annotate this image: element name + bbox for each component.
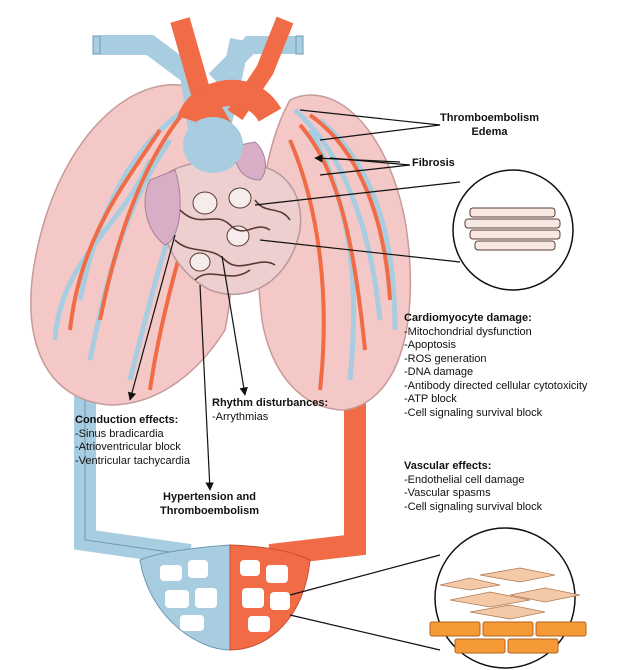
cardiomyocyte-item: -Apoptosis (404, 339, 587, 353)
vascular-item: -Endothelial cell damage (404, 474, 542, 488)
vascular-title: Vascular effects: (404, 460, 542, 474)
edema-text: Edema (440, 126, 539, 140)
hypertension-label: Hypertension and Thromboembolism (160, 491, 259, 518)
rhythm-title: Rhythm disturbances: (212, 397, 328, 411)
cardiomyocyte-item: -Cell signaling survival block (404, 407, 587, 421)
conduction-item: -Ventricular tachycardia (75, 455, 190, 469)
thromboembolism-text-2: Thromboembolism (160, 505, 259, 519)
rhythm-disturbances-label: Rhythm disturbances: -Arrythmias (212, 397, 328, 424)
capillary-bed (140, 545, 310, 650)
cardiomyocyte-item: -Mitochondrial dysfunction (404, 326, 587, 340)
cardiomyocyte-magnifier (453, 170, 573, 290)
conduction-title: Conduction effects: (75, 414, 190, 428)
cardiomyocyte-item: -ATP block (404, 393, 587, 407)
cardiomyocyte-title: Cardiomyocyte damage: (404, 312, 587, 326)
cardiomyocyte-item: -Antibody directed cellular cytotoxicity (404, 380, 587, 394)
vascular-item: -Cell signaling survival block (404, 501, 542, 515)
conduction-item: -Sinus bradicardia (75, 428, 190, 442)
thromboembolism-text: Thromboembolism (440, 112, 539, 126)
cardiomyocyte-item: -ROS generation (404, 353, 587, 367)
cardiomyocyte-item: -DNA damage (404, 366, 587, 380)
conduction-item: -Atrioventricular block (75, 441, 190, 455)
rhythm-item: -Arrythmias (212, 411, 328, 425)
thromboembolism-edema-label: Thromboembolism Edema (440, 112, 539, 139)
fibrosis-label: Fibrosis (412, 157, 455, 171)
vascular-effects-label: Vascular effects: -Endothelial cell dama… (404, 460, 542, 514)
hypertension-text: Hypertension and (160, 491, 259, 505)
conduction-effects-label: Conduction effects: -Sinus bradicardia -… (75, 414, 190, 468)
vessel-wall-magnifier (430, 528, 586, 668)
vascular-item: -Vascular spasms (404, 487, 542, 501)
cardiomyocyte-damage-label: Cardiomyocyte damage: -Mitochondrial dys… (404, 312, 587, 420)
